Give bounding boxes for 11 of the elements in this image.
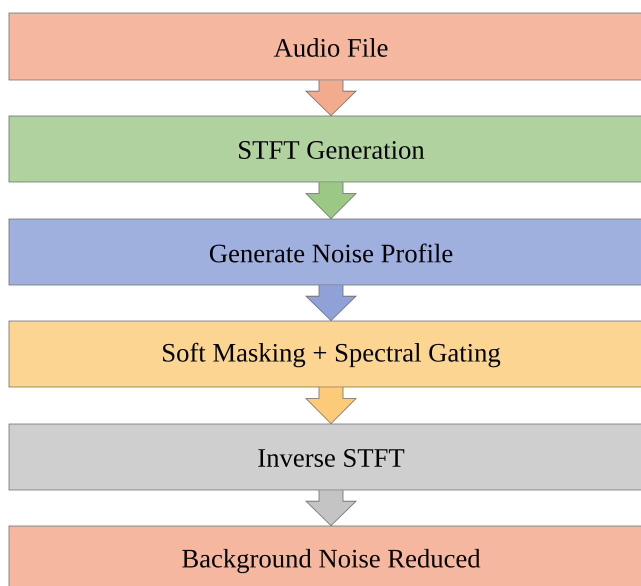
block-arrow: [305, 182, 357, 220]
block-arrow: [305, 80, 357, 116]
process-box: Generate Noise Profile: [8, 218, 641, 286]
process-box: Background Noise Reduced: [8, 526, 641, 586]
block-arrow: [305, 285, 357, 322]
process-box: STFT Generation: [8, 116, 641, 182]
process-box: Soft Masking + Spectral Gating: [8, 320, 641, 388]
process-box: Inverse STFT: [8, 424, 641, 490]
block-arrow: [305, 387, 357, 424]
process-box: Audio File: [8, 12, 641, 80]
block-arrow: [305, 490, 357, 526]
